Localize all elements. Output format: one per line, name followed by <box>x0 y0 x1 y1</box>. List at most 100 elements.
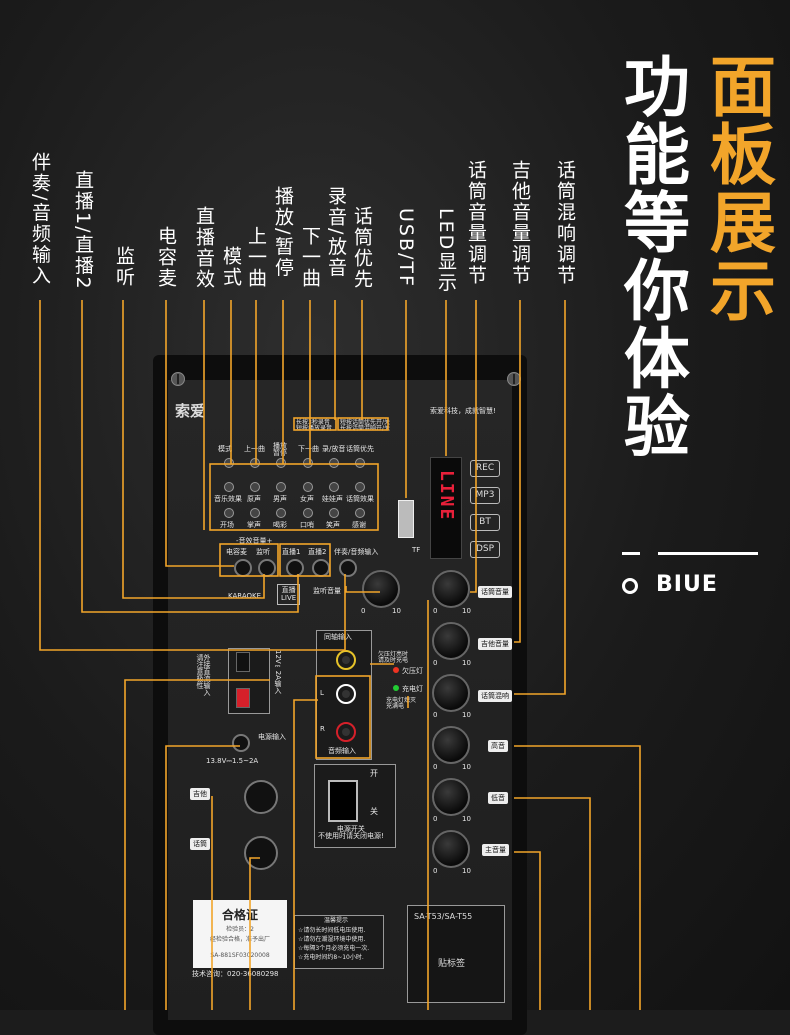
accompaniment-jack[interactable] <box>339 559 357 577</box>
scale-max: 10 <box>462 607 471 615</box>
panel-slogan: 索爱科技，成就智慧! <box>430 407 496 415</box>
scale-min: 0 <box>433 867 438 875</box>
prev-button[interactable] <box>250 458 260 468</box>
effect-volume-label: -音效音量+ <box>236 537 273 545</box>
panel-logo: 索爱 <box>175 402 206 420</box>
title-orange: 面板展示 <box>699 52 776 324</box>
knob-label: 话筒混响 <box>478 690 512 702</box>
sound-button[interactable] <box>250 508 260 518</box>
effect-button[interactable] <box>303 482 313 492</box>
jack-group-outline <box>279 543 331 577</box>
btn-label-priority: 话筒优先 <box>346 445 374 453</box>
next-button[interactable] <box>303 458 313 468</box>
btn-label-play: 播放暂停 <box>273 442 287 457</box>
model-number: SA-T53/SA-T55 <box>414 912 473 921</box>
warning-line: ☆每隔3个月必须充电一次. <box>298 945 370 952</box>
on-label: 开 <box>370 769 378 778</box>
jack-label: 直播1 <box>282 548 301 556</box>
charge-led <box>393 685 399 691</box>
treble-knob[interactable] <box>432 726 470 764</box>
power-output-jack[interactable] <box>232 734 250 752</box>
power-in-label: 12V⎓2A输入 <box>274 650 282 694</box>
effect-button[interactable] <box>276 482 286 492</box>
terminal-black[interactable] <box>236 652 250 672</box>
lamp-note-1: 欠压灯亮时 请及时充电 <box>378 651 409 664</box>
cert-line: 经检验合格，准予出厂 <box>209 936 270 943</box>
effect-label: 音乐效果 <box>214 495 242 503</box>
led-display <box>430 457 462 559</box>
audio-in-label: 音频输入 <box>328 747 356 755</box>
mic-reverb-knob[interactable] <box>432 674 470 712</box>
effect-button[interactable] <box>329 482 339 492</box>
sound-button[interactable] <box>303 508 313 518</box>
tech-support: 技术咨询：020-36080298 <box>192 970 279 978</box>
sound-button[interactable] <box>329 508 339 518</box>
mic-priority-button[interactable] <box>355 458 365 468</box>
callout-line <box>122 300 265 599</box>
effect-button[interactable] <box>355 482 365 492</box>
input-box-outline <box>315 675 371 759</box>
guitar-jack[interactable] <box>244 780 278 814</box>
callout-mic-volume: 话筒音量调节 <box>465 160 487 286</box>
btn-label-record: 录/放音 <box>322 445 346 453</box>
warning-line: ☆请勿在潮湿环境中使用. <box>298 936 366 943</box>
effect-button[interactable] <box>224 482 234 492</box>
callout-line <box>514 300 521 643</box>
mode-button[interactable] <box>224 458 234 468</box>
effect-label: 原声 <box>247 495 261 503</box>
knob-label: 高音 <box>488 740 508 752</box>
coaxial-label: 同轴输入 <box>324 633 352 641</box>
knob-label: 吉他音量 <box>478 638 512 650</box>
scale-min: 0 <box>433 607 438 615</box>
undervoltage-led <box>393 667 399 673</box>
sound-button[interactable] <box>276 508 286 518</box>
warning-line: ☆充电时间约8~10小时. <box>298 954 364 961</box>
rec-indicator: REC <box>470 460 500 477</box>
button-group-outline <box>209 463 379 531</box>
sound-label: 口哨 <box>300 521 314 529</box>
callout-prev: 上一曲 <box>245 226 267 289</box>
callout-line <box>249 857 260 1010</box>
monitor-volume-knob[interactable] <box>362 570 400 608</box>
l-label: L <box>320 689 324 697</box>
play-pause-button[interactable] <box>276 458 286 468</box>
master-volume-knob[interactable] <box>432 830 470 868</box>
audio-l-jack[interactable] <box>336 684 356 704</box>
scale-min: 0 <box>433 711 438 719</box>
sound-label: 笑声 <box>326 521 340 529</box>
scale-max: 10 <box>392 607 401 615</box>
sound-label: 喝彩 <box>273 521 287 529</box>
certificate-label: 合格证 检验员：2 经检验合格，准予出厂 SA-881SF03020008 <box>193 900 287 968</box>
mp3-indicator: MP3 <box>470 487 500 504</box>
screw-icon <box>171 372 185 386</box>
jack-label: 直播2 <box>308 548 327 556</box>
top-hint-outline <box>337 417 389 431</box>
bass-knob[interactable] <box>432 778 470 816</box>
callout-guitar-volume: 吉他音量调节 <box>509 160 531 286</box>
usb-port[interactable] <box>398 500 414 538</box>
audio-r-jack[interactable] <box>336 722 356 742</box>
callout-usb-tf: USB/TF <box>395 208 417 288</box>
callout-condenser-mic: 电容麦 <box>155 226 177 289</box>
effect-button[interactable] <box>250 482 260 492</box>
warning-line: ☆请勿长时间低电压使用. <box>298 927 366 934</box>
record-button[interactable] <box>329 458 339 468</box>
power-rocker-switch[interactable] <box>328 780 358 822</box>
coaxial-jack[interactable] <box>336 650 356 670</box>
guitar-volume-knob[interactable] <box>432 622 470 660</box>
callout-line <box>514 300 566 695</box>
guitar-label: 吉他 <box>190 788 210 800</box>
callout-line <box>165 745 240 1010</box>
cert-serial: SA-881SF03020008 <box>210 952 270 959</box>
scale-max: 10 <box>462 867 471 875</box>
terminal-red[interactable] <box>236 688 250 708</box>
mic-volume-knob[interactable] <box>432 570 470 608</box>
brand-row: BIUE <box>618 546 758 606</box>
live-badge: 直播 LIVE <box>277 584 301 605</box>
lamp-note-2: 充电灯熄灭 充满电 <box>386 697 417 710</box>
sound-button[interactable] <box>224 508 234 518</box>
sticker-label: 贴标签 <box>438 959 466 969</box>
callout-line <box>39 300 346 651</box>
sound-button[interactable] <box>355 508 365 518</box>
power-spec-label: 13.8V⎓1.5~2A <box>206 757 259 765</box>
